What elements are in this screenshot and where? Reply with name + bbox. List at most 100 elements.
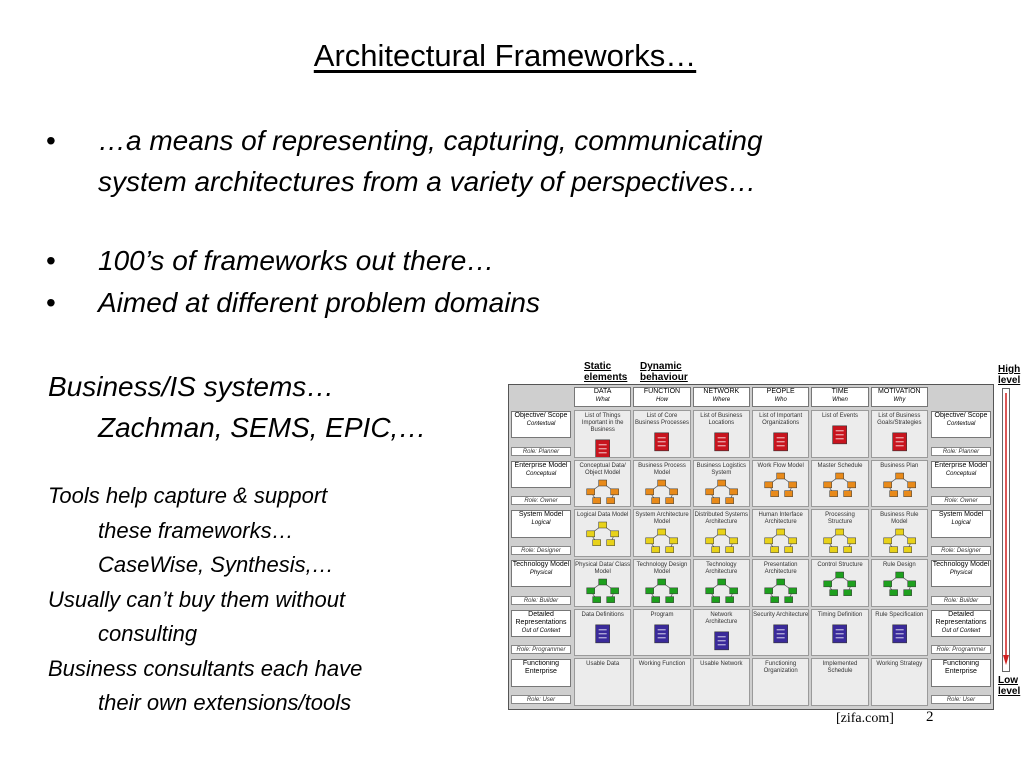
note-line-1: Tools help capture & support [48, 483, 328, 508]
column-name: FUNCTION [643, 388, 681, 395]
cell-text: Timing Definition [817, 611, 863, 618]
cell-text: Data Definitions [581, 611, 624, 618]
matrix-cell: Business Process Model [633, 459, 691, 508]
document-icon [595, 624, 610, 643]
matrix-cell: Technology Design Model [633, 559, 691, 607]
bullet-text: …a means of representing, capturing, com… [98, 125, 763, 156]
row-role-left: Role: Programmer [511, 645, 571, 655]
matrix-cell: Network Architecture [692, 608, 750, 657]
column-sub: Why [893, 397, 906, 403]
slide-title: Architectural Frameworks… [313, 38, 697, 73]
matrix-cell: Physical Data/ Class Model [574, 559, 632, 607]
matrix-cell: Logical Data Model [574, 509, 632, 557]
blank-icon [812, 676, 867, 704]
cell-text: Rule Specification [875, 611, 924, 618]
row-role-left: Role: Owner [511, 496, 571, 506]
matrix-cell: List of Core Business Processes [633, 410, 691, 458]
cell-text: Business Rule Model [880, 512, 919, 526]
cell-text: Processing Structure [825, 512, 855, 526]
cell-text: Implemented Schedule [822, 661, 858, 675]
diagram-icon [823, 472, 857, 497]
note-line-5: consulting [98, 621, 198, 646]
diagram-icon [586, 578, 619, 603]
diagram-icon [883, 472, 916, 497]
row-role-left: Role: Builder [511, 595, 571, 605]
document-icon [714, 631, 729, 650]
row-role-left: Role: Designer [511, 546, 571, 555]
document-icon [773, 624, 788, 643]
column-name: TIME [831, 388, 849, 395]
cell-text: Physical Data/ Class Model [575, 562, 631, 575]
row-name: Detailed Representations [515, 610, 567, 626]
row-role-right: Role: Designer [931, 546, 991, 555]
bullet-marker: • [46, 287, 56, 318]
row-name: Technology Model [512, 561, 570, 568]
cell-text: Technology Architecture [705, 562, 738, 575]
row-sub: Out of Context [941, 627, 981, 634]
diagram-icon [823, 529, 857, 554]
note-line-2: these frameworks… [98, 517, 294, 543]
column-name: MOTIVATION [878, 388, 921, 395]
diagram-icon [883, 529, 916, 554]
note-line-6: Business consultants each have [48, 655, 363, 681]
row-sub: Logical [531, 520, 551, 527]
matrix-cell: System Architecture Model [633, 509, 691, 557]
matrix-cell: Human Interface Architecture [752, 509, 810, 557]
row-sub: Out of Context [521, 627, 561, 634]
blank-icon [753, 676, 808, 704]
source-citation: [zifa.com] [836, 711, 894, 726]
row-name: Technology Model [932, 561, 990, 568]
cell-text: Functioning Organization [763, 661, 798, 675]
row-label-left: Functioning Enterprise [511, 659, 571, 687]
column-header-motivation: MOTIVATION Why [870, 387, 928, 407]
row-role-right: Role: User [931, 695, 991, 704]
matrix-cell: Presentation Architecture [752, 559, 810, 607]
document-icon [832, 624, 848, 643]
matrix-cell: Data Definitions [574, 608, 632, 657]
matrix-cell: Technology Architecture [692, 559, 750, 607]
document-icon [892, 624, 907, 643]
matrix-cell: Security Architecture [752, 608, 810, 657]
diagram-icon [586, 479, 619, 504]
matrix-cell: Conceptual Data/ Object Model [574, 459, 632, 508]
matrix-cell: List of Business Goals/Strategies [870, 410, 928, 458]
note-line-4: Usually can’t buy them without [48, 586, 346, 612]
blank-icon [872, 669, 927, 697]
row-name: Objective/ Scope [934, 412, 988, 419]
cell-text: Network Architecture [705, 611, 738, 625]
row-name: Enterprise Model [514, 461, 568, 469]
business-heading: Business/IS systems… [48, 371, 335, 402]
matrix-cell: List of Things Important in the Business [574, 410, 632, 458]
row-role-right: Role: Owner [931, 496, 991, 506]
bullet-text: 100’s of frameworks out there… [98, 245, 495, 276]
diagram-icon [764, 529, 797, 554]
cell-text: Business Logistics System [696, 462, 746, 476]
document-icon [654, 432, 670, 452]
cell-text: Business Process Model [638, 462, 686, 476]
bullet-marker: • [46, 245, 56, 276]
row-sub: Contextual [526, 421, 556, 427]
blank-icon [694, 669, 749, 697]
cell-text: List of Things Important in the Business [581, 413, 624, 433]
row-name: Functioning Enterprise [522, 660, 560, 676]
matrix-cell: Program [633, 608, 691, 657]
row-role-left: Role: Planner [511, 446, 571, 456]
cell-text: List of Business Locations [700, 413, 743, 426]
matrix-cell: List of Important Organizations [752, 410, 810, 458]
matrix-cell: Implemented Schedule [811, 658, 869, 706]
diagram-icon [883, 571, 916, 596]
row-label-right: Functioning Enterprise [931, 659, 991, 687]
row-sub: Contextual [946, 421, 976, 427]
document-icon [595, 439, 610, 457]
matrix-cell: Work Flow Model [752, 459, 810, 508]
